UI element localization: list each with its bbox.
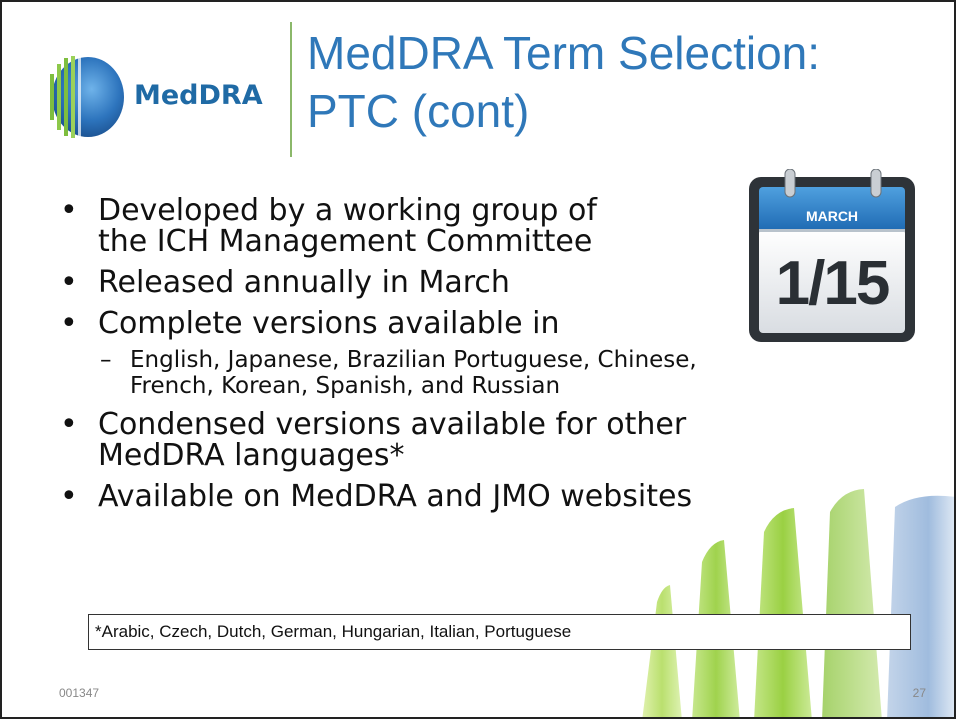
footer-code: 001347	[59, 686, 100, 700]
title-divider	[290, 22, 292, 157]
title-line-1: MedDRA Term Selection:	[307, 27, 821, 79]
bullet-text: the ICH Management Committee	[98, 224, 593, 259]
sub-bullet-text: English, Japanese, Brazilian Portuguese,…	[130, 347, 697, 373]
bullet-item: Complete versions available in	[60, 308, 930, 339]
bullet-item: Condensed versions available for other M…	[60, 409, 930, 471]
meddra-logo-icon	[50, 56, 124, 138]
bullet-list: Developed by a working group of the ICH …	[60, 195, 930, 522]
logo-text: MedDRA	[134, 80, 263, 111]
footnote-box: *Arabic, Czech, Dutch, German, Hungarian…	[88, 614, 911, 650]
bullet-text: Available on MedDRA and JMO websites	[98, 479, 693, 514]
bullet-item: Available on MedDRA and JMO websites	[60, 481, 930, 512]
bullet-item: Released annually in March	[60, 267, 930, 298]
title-line-2: PTC (cont)	[307, 85, 530, 137]
page-number: 27	[912, 686, 926, 700]
bullet-text: Released annually in March	[98, 265, 510, 300]
bullet-text: Condensed versions available for other	[98, 407, 687, 442]
bullet-text: MedDRA languages*	[98, 438, 405, 473]
bullet-text: Developed by a working group of	[98, 193, 597, 228]
page-title: MedDRA Term Selection: PTC (cont)	[307, 24, 937, 140]
sub-bullet-text: French, Korean, Spanish, and Russian	[130, 373, 561, 399]
bullet-item: Developed by a working group of the ICH …	[60, 195, 930, 257]
sub-bullet-item: – English, Japanese, Brazilian Portugues…	[60, 347, 930, 399]
sub-bullet-dash: –	[100, 347, 112, 373]
bullet-text: Complete versions available in	[98, 306, 560, 341]
